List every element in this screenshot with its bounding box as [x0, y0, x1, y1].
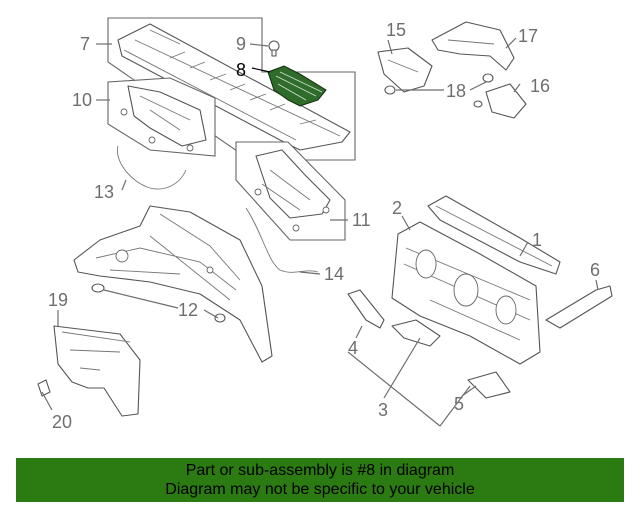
seal-part-8-highlighted[interactable] [267, 65, 327, 107]
grommet-part-18 [384, 73, 494, 108]
callout-19: 19 [48, 290, 68, 310]
callout-10: 10 [72, 90, 92, 110]
callout-labels: 7 10 13 9 8 11 14 12 19 20 15 17 18 16 1… [48, 20, 600, 432]
callout-5: 5 [454, 394, 464, 414]
brace-part-6 [545, 285, 613, 329]
callout-2: 2 [392, 198, 402, 218]
callout-13: 13 [94, 182, 114, 202]
callout-14: 14 [324, 264, 344, 284]
bracket-part-15 [377, 47, 433, 93]
banner-line-2: Diagram may not be specific to your vehi… [165, 481, 475, 498]
dash-side-panel-12 [73, 205, 273, 363]
banner-line-1: Part or sub-assembly is #8 in diagram [185, 462, 455, 479]
clip-part-12 [91, 283, 226, 323]
callout-4: 4 [348, 338, 358, 358]
insulator-part-19 [53, 325, 141, 417]
brace-part-4 [347, 289, 385, 329]
dash-panel-part-2 [391, 221, 541, 365]
bracket-part-16 [485, 83, 527, 119]
leader-lines [41, 37, 599, 427]
bracket-panel-group-10 [107, 77, 216, 157]
info-banner: Part or sub-assembly is #8 in diagram Di… [16, 458, 624, 502]
callout-12: 12 [178, 300, 198, 320]
callout-9: 9 [236, 34, 246, 54]
callout-1: 1 [532, 230, 542, 250]
callout-16: 16 [530, 76, 550, 96]
callout-15: 15 [386, 20, 406, 40]
callout-11: 11 [352, 210, 371, 230]
callout-8: 8 [236, 60, 246, 80]
callout-7: 7 [80, 34, 90, 54]
cowl-top-part-1 [427, 195, 561, 275]
bracket-panel-group-11 [235, 141, 346, 241]
clip-part-20 [37, 379, 51, 397]
callout-3: 3 [378, 400, 388, 420]
bracket-part-17 [431, 21, 515, 71]
parts-diagram: 7 10 13 9 8 11 14 12 19 20 15 17 18 16 1… [37, 17, 613, 432]
cowl-panel-group-7 [107, 17, 356, 161]
cable-part-13 [116, 145, 187, 190]
callout-20: 20 [52, 412, 72, 432]
clip-part-9 [268, 40, 280, 57]
callout-17: 17 [518, 26, 538, 46]
callout-6: 6 [590, 260, 600, 280]
cable-part-14 [245, 207, 319, 273]
brace-part-5 [391, 319, 511, 399]
callout-18: 18 [446, 81, 466, 101]
